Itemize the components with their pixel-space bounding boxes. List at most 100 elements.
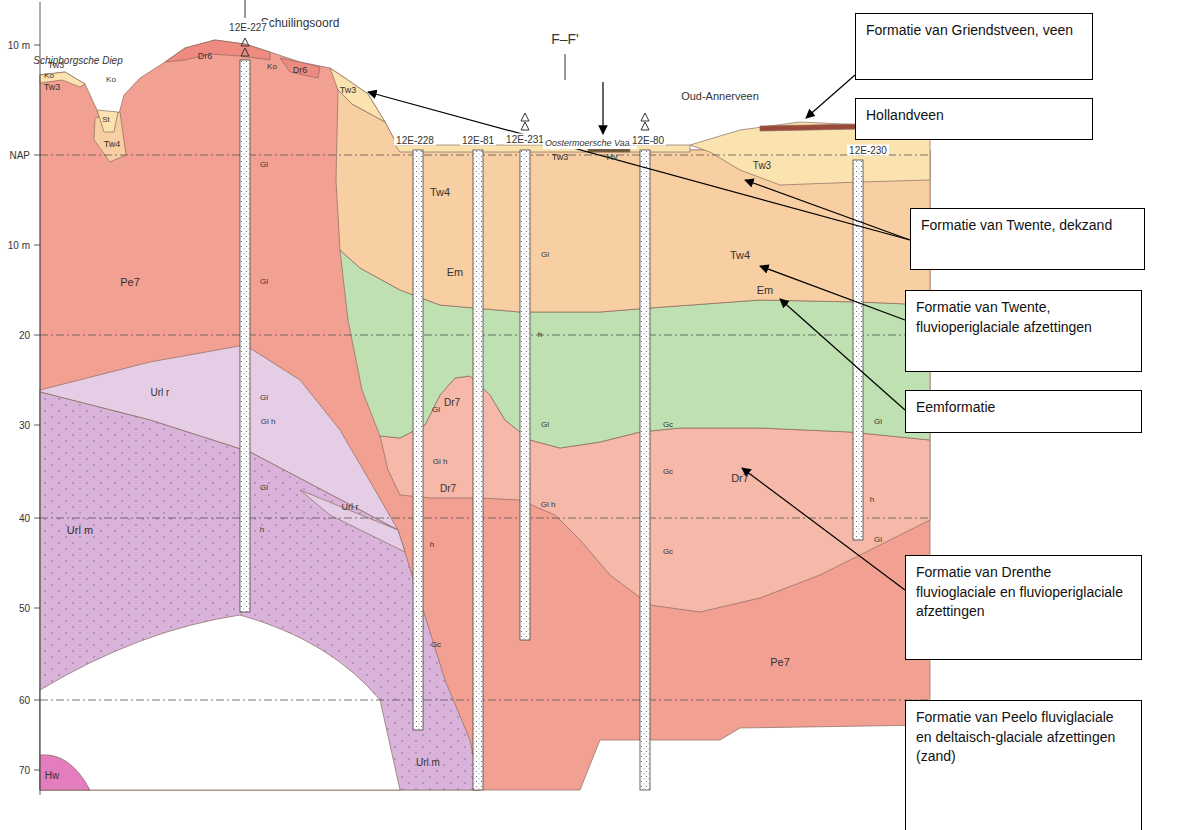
borehole-symbol: [521, 122, 529, 130]
unit-code: Tw3: [340, 86, 357, 96]
callout-text: Formatie van Twente, dekzand: [921, 216, 1134, 236]
depth-label: 10 m: [8, 40, 30, 51]
borehole-code: h: [538, 331, 542, 340]
depth-label: 60: [19, 695, 30, 706]
leader-line: [368, 92, 910, 240]
borehole-code: Gl: [260, 278, 268, 287]
dr6-unit: [280, 58, 320, 78]
legend-callout-box: Formatie van Twente, dekzand: [910, 208, 1145, 270]
unit-code: Dr7: [440, 483, 456, 494]
borehole-column: [413, 150, 423, 730]
st-unit: [97, 110, 118, 132]
axis-tick: [34, 518, 40, 519]
unit-code: Dr7: [731, 472, 749, 484]
depth-label: 20: [19, 330, 30, 341]
peelo-unit: [40, 40, 930, 790]
place-label: Oostermoersche Vaart: [543, 139, 637, 149]
unit-code: Tw3: [753, 160, 771, 171]
unit-code: Dr6: [293, 66, 308, 76]
blank-base: [40, 615, 400, 790]
callout-text: Formatie van Twente, fluvioperiglaciale …: [916, 298, 1131, 337]
unit-code: Tw3: [552, 153, 569, 163]
borehole-column: [853, 160, 863, 540]
unit-code: Pe7: [770, 656, 790, 668]
unit-code: Tw4: [104, 140, 121, 150]
section-line: [245, 0, 246, 18]
place-label: F–F': [549, 32, 581, 47]
unit-code: Tw4: [730, 249, 750, 261]
borehole-code: Gl: [874, 536, 882, 545]
depth-label: 30: [19, 420, 30, 431]
borehole-symbol: [521, 113, 529, 121]
axis-tick: [34, 245, 40, 246]
borehole-code: h: [430, 541, 434, 550]
unit-code: Url m: [67, 524, 93, 536]
borehole-column: [473, 150, 483, 790]
unit-code: Em: [757, 284, 774, 296]
unit-code: Dr6: [198, 52, 213, 62]
borehole-code: Gl h: [433, 458, 448, 467]
griendstveen: [760, 124, 860, 131]
place-label: Schipborgsche Diep: [33, 55, 123, 66]
place-label: 12E-81: [460, 135, 496, 146]
unit-code: Tw3: [44, 83, 61, 93]
borehole-column: [520, 150, 530, 640]
borehole-code: Gc: [663, 421, 673, 430]
section-line: [565, 54, 566, 80]
place-label: 12E-227: [227, 22, 269, 33]
borehole-code: Gl h: [541, 501, 556, 510]
legend-callout-box: Formatie van Griendstveen, veen: [855, 13, 1093, 80]
legend-callout-box: Eemformatie: [905, 390, 1142, 433]
place-label: Oud-Annerveen: [679, 90, 761, 102]
borehole-code: Gc: [663, 468, 673, 477]
borehole-code: Gl h: [261, 418, 276, 427]
urk-r-wedge: [300, 490, 405, 552]
depth-label: NAP: [9, 150, 30, 161]
axis-tick: [34, 700, 40, 701]
legend-callout-box: Hollandveen: [855, 98, 1093, 140]
depth-line: [40, 518, 930, 519]
depth-line: [40, 335, 930, 336]
axis-tick: [34, 155, 40, 156]
leader-line: [806, 75, 855, 118]
callout-text: Hollandveen: [866, 106, 1082, 126]
unit-code: Pe7: [120, 276, 140, 288]
borehole-symbol: [241, 38, 249, 46]
borehole-symbol: [641, 113, 649, 121]
unit-code: Ko: [44, 72, 54, 81]
borehole-code: Gl: [541, 251, 549, 260]
unit-code: Ko: [106, 76, 116, 85]
unit-code: Tw4: [430, 186, 450, 198]
twente-tw4-unit: [336, 90, 930, 312]
borehole-code: Gl: [432, 406, 440, 415]
axis-tick: [34, 608, 40, 609]
callout-text: Formatie van Peelo fluviglaciale en delt…: [916, 708, 1131, 767]
depth-label: 40: [19, 513, 30, 524]
borehole-column: [640, 150, 650, 790]
depth-label: 50: [19, 603, 30, 614]
unit-code: Dr7: [444, 397, 460, 408]
unit-code: Ko: [267, 63, 277, 72]
legend-callout-box: Formatie van Twente, fluvioperiglaciale …: [905, 290, 1142, 372]
borehole-code: h: [260, 526, 264, 535]
depth-axis: [40, 2, 41, 795]
borehole-symbol: [241, 48, 249, 56]
borehole-code: Gc: [431, 641, 441, 650]
borehole-code: Gc: [663, 548, 673, 557]
place-label: 12E-228: [394, 135, 436, 146]
depth-label: 10 m: [8, 240, 30, 251]
callout-text: Eemformatie: [916, 398, 1131, 418]
unit-code: Hw: [45, 770, 59, 781]
unit-code: Tw3: [48, 61, 65, 71]
nap-line: [40, 155, 930, 156]
unit-code: Hv: [607, 153, 618, 163]
borehole-code: Gl: [260, 484, 268, 493]
callout-text: Formatie van Griendstveen, veen: [866, 21, 1082, 41]
borehole-code: Gl: [541, 421, 549, 430]
axis-tick: [34, 45, 40, 46]
axis-tick: [34, 335, 40, 336]
leader-line: [602, 82, 603, 134]
leader-line: [745, 180, 910, 240]
borehole-code: Gl: [260, 394, 268, 403]
